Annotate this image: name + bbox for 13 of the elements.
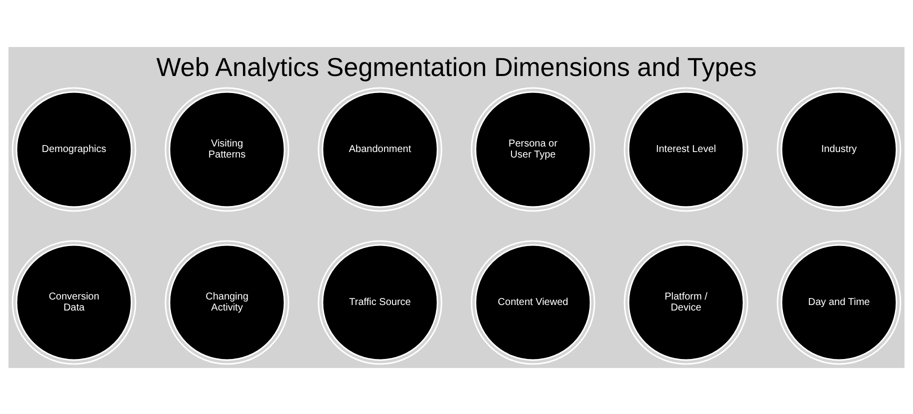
diagram-title: Web Analytics Segmentation Dimensions and Types (156, 51, 757, 82)
node-circle: Platform / Device (624, 240, 748, 364)
node-circle: Changing Activity (164, 240, 290, 364)
node-circle: Conversion Data (12, 240, 136, 364)
node-circle: Persona or User Type (470, 86, 596, 212)
node-circle: Demographics (12, 86, 136, 212)
node-circle: Traffic Source (318, 240, 442, 364)
node-circle: Industry (776, 86, 902, 212)
node-circle: Interest Level (624, 86, 748, 212)
node-circle: Visiting Patterns (164, 86, 290, 212)
node-circle: Abandonment (318, 86, 442, 212)
node-circle: Content Viewed (470, 240, 596, 364)
node-circle: Day and Time (776, 240, 902, 364)
